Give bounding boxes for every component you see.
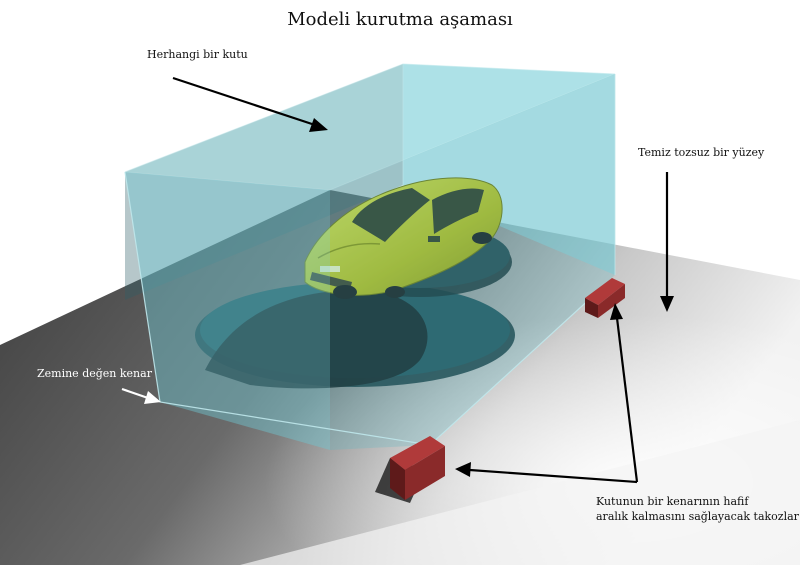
- box-right-face: [330, 74, 615, 450]
- arrow-to-surface: [660, 172, 674, 312]
- label-blocks-line1: Kutunun bir kenarının hafif: [596, 495, 749, 508]
- page-title: Modeli kurutma aşaması: [287, 9, 513, 30]
- label-box: Herhangi bir kutu: [147, 48, 248, 61]
- arrow-to-box: [172, 76, 328, 132]
- label-edge: Zemine değen kenar: [37, 367, 152, 380]
- box-front-face: [125, 172, 330, 450]
- arrow-to-front-block: [455, 462, 638, 484]
- arrow-to-back-block: [610, 303, 639, 483]
- car-model: [304, 177, 503, 299]
- arrow-to-edge: [121, 387, 161, 404]
- wood-block-back: [585, 278, 625, 318]
- label-surface: Temiz tozsuz bir yüzey: [638, 146, 765, 159]
- floor-front-band: [240, 420, 800, 565]
- label-blocks: Kutunun bir kenarının hafif aralık kalma…: [596, 494, 799, 524]
- car-shadow: [205, 290, 428, 389]
- label-blocks-line2: aralık kalmasını sağlayacak takozlar: [596, 510, 799, 523]
- wood-block-front: [375, 436, 445, 503]
- box-edges: [124, 171, 606, 446]
